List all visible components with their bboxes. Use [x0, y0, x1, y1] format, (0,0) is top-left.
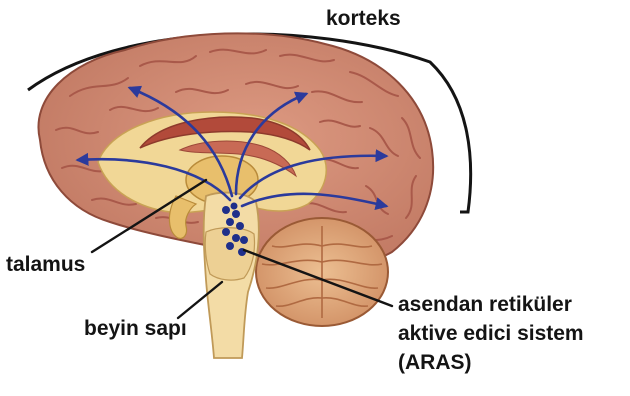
- label-talamus: talamus: [6, 252, 85, 278]
- label-aras: asendan retiküler aktive edici sistem (A…: [398, 290, 584, 377]
- pons: [205, 228, 254, 280]
- label-aras-line-2: aktive edici sistem: [398, 319, 584, 348]
- label-beyin-sapi: beyin sapı: [84, 316, 187, 342]
- cerebellum: [256, 218, 388, 326]
- label-korteks: korteks: [326, 6, 401, 32]
- label-aras-line-3: (ARAS): [398, 348, 584, 377]
- label-aras-line-1: asendan retiküler: [398, 290, 584, 319]
